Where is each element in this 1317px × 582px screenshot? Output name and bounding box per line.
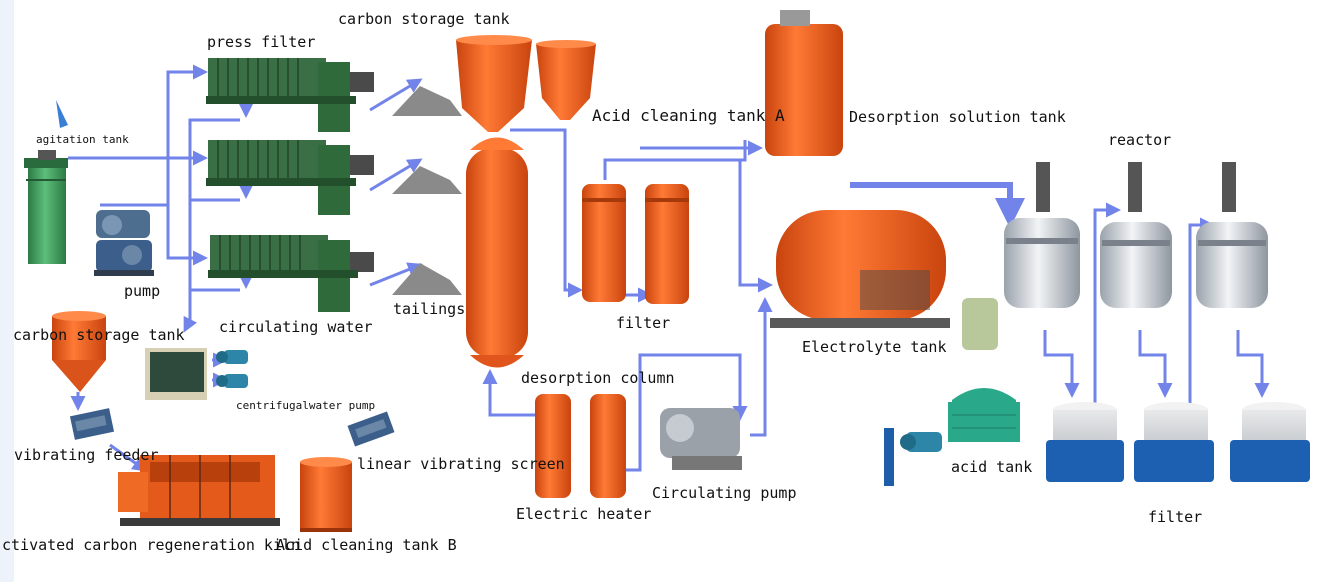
flow-lines [68, 64, 1270, 472]
flow-return-1 [183, 118, 240, 333]
reactor-3 [1196, 162, 1268, 308]
flow-feeder-to-kiln [109, 443, 148, 472]
flow-to-tailings-2 [369, 158, 423, 192]
vibrating-feeder [69, 408, 115, 440]
carbon-storage-tank-top-2 [536, 40, 596, 120]
flow-circ-from-heater [610, 353, 748, 472]
acid-cleaning-tank-b [300, 457, 352, 532]
label-agitation-tank: agitation tank [36, 133, 129, 146]
label-electric-heater: Electric heater [516, 505, 652, 523]
filter-mid-2 [645, 184, 689, 304]
flow-reactor-to-filter-1 [1043, 330, 1080, 398]
label-linear-vibrating-screen: linear vibrating screen [357, 455, 565, 473]
flow-storage-to-filter [510, 128, 583, 298]
tailings-pile-1 [392, 86, 462, 116]
label-pump: pump [124, 282, 161, 300]
label-desorption-solution-tank: Desorption solution tank [849, 108, 1066, 126]
centrifuge-filter-2 [1134, 402, 1214, 482]
agitation-tank [24, 100, 68, 264]
desorption-column-1 [535, 394, 571, 498]
flow-to-tailings-1 [369, 78, 423, 112]
label-tailings: tailings [393, 300, 466, 318]
carbon-storage-tank-left [52, 311, 106, 392]
label-filter-right: filter [1148, 508, 1203, 526]
flow-heater-to-column [482, 369, 535, 417]
slurry-pump [94, 210, 154, 276]
agitator-blade-icon [56, 100, 68, 128]
circulating-water-pool [145, 348, 207, 400]
label-desorption-column: desorption column [521, 369, 675, 387]
tailings-pile-3 [392, 263, 462, 295]
electrolyte-tank [770, 210, 950, 328]
label-acid-tank: acid tank [951, 458, 1033, 476]
tailings-pile-2 [392, 166, 462, 194]
label-circulating-water: circulating water [219, 318, 373, 336]
acid-pump [884, 428, 942, 486]
label-carbon-storage-tank-left: carbon storage tank [13, 326, 185, 344]
flow-filter-back-1 [1093, 202, 1121, 405]
label-circulating-pump: Circulating pump [652, 484, 797, 502]
press-filter-1 [206, 58, 374, 132]
reactor-2 [1100, 162, 1172, 308]
label-regeneration-kiln: ctivated carbon regeneration kiln [2, 536, 301, 554]
acid-storage-tank-small [962, 298, 998, 350]
label-vibrating-feeder: vibrating feeder [14, 446, 159, 464]
label-acid-cleaning-tank-a: Acid cleaning tank A [592, 106, 785, 125]
linear-vibrating-screen [347, 411, 395, 447]
flow-desorp-to-electro [738, 160, 773, 293]
flow-to-press-3 [166, 158, 208, 266]
label-electrolyte-tank: Electrolyte tank [802, 338, 947, 356]
flow-electro-to-reactor [850, 182, 1025, 228]
label-acid-cleaning-tank-b: Acid cleaning tank B [276, 536, 457, 554]
desorption-column-2 [590, 394, 626, 498]
centrifuge-filter-1 [1046, 402, 1124, 482]
label-press-filter: press filter [207, 33, 316, 51]
left-margin-strip [0, 0, 14, 582]
press-filter-2 [206, 140, 374, 215]
flow-circ-up [750, 297, 773, 437]
regeneration-kiln [118, 455, 280, 526]
filter-mid-1 [582, 184, 626, 302]
desorption-solution-tank [765, 10, 843, 156]
desorption-column-main [466, 137, 528, 368]
circulating-pump [660, 408, 742, 470]
reactor-1 [1004, 162, 1080, 308]
centrifugal-water-pump [216, 350, 248, 388]
acid-tank [948, 388, 1020, 442]
press-filter-3 [208, 235, 374, 312]
label-filter-mid: filter [616, 314, 671, 332]
label-reactor: reactor [1108, 131, 1172, 149]
flow-reactor-to-filter-3 [1236, 330, 1270, 398]
centrifuge-filter-3 [1230, 402, 1310, 482]
label-carbon-storage-tank-top: carbon storage tank [338, 10, 510, 28]
flow-to-tailings-3 [369, 262, 423, 287]
label-centrifugal-water-pump: centrifugalwater pump [236, 399, 376, 412]
carbon-storage-tank-top-1 [456, 35, 532, 132]
flow-filter-up [603, 140, 747, 180]
flow-reactor-to-filter-2 [1138, 330, 1173, 398]
